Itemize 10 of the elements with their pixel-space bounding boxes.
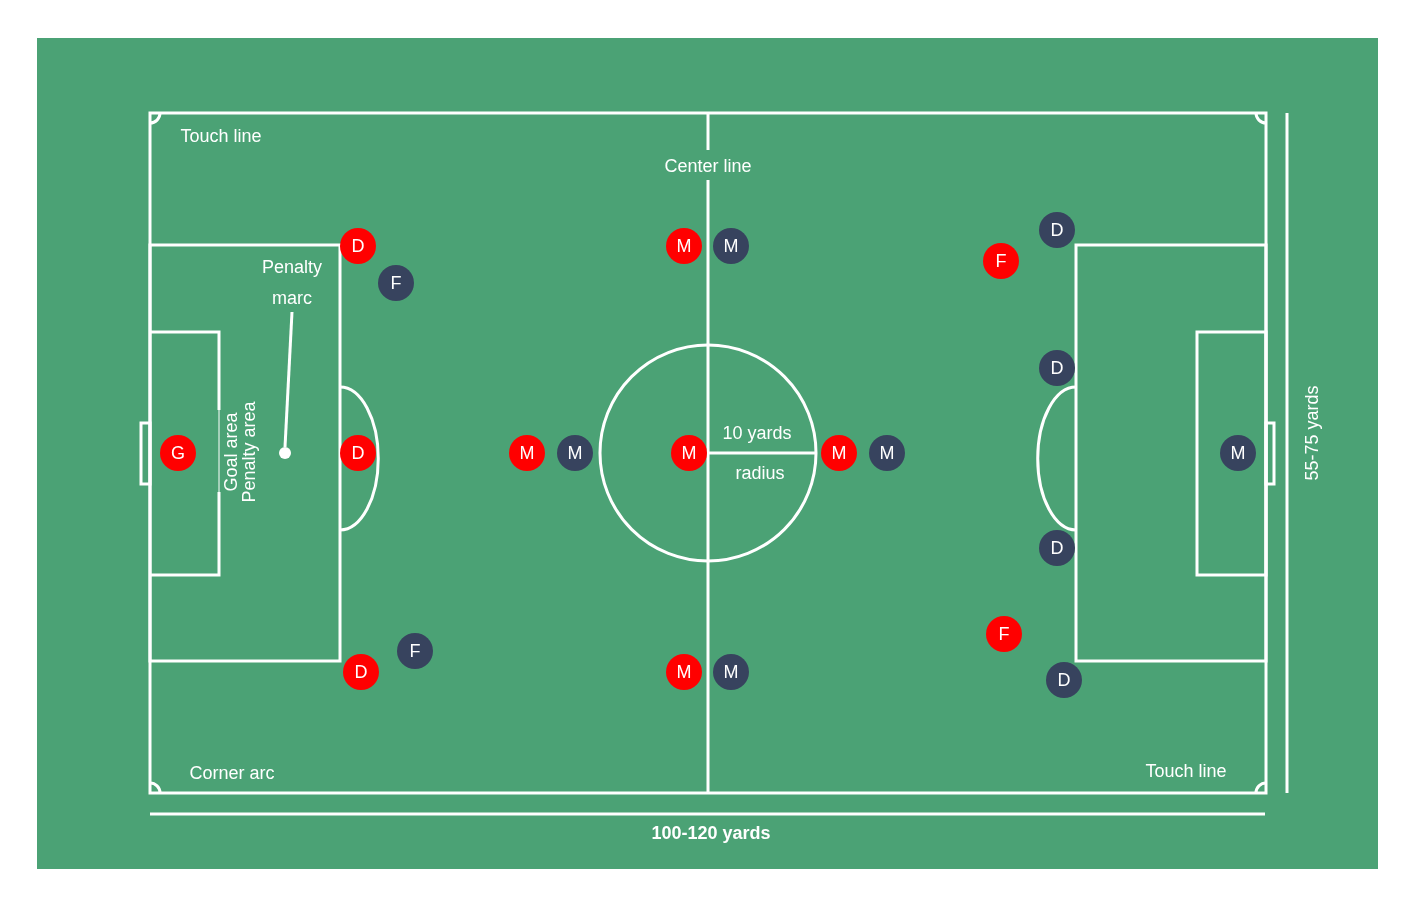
rotated-label: 55-75 yards: [1301, 385, 1323, 481]
callout-text: Penalty marc: [256, 252, 328, 314]
text-label: Corner arc: [189, 762, 275, 784]
leader-line: [283, 311, 294, 448]
dimension-label: 100-120 yards: [651, 822, 771, 844]
text-label: Center line: [664, 155, 752, 177]
text-label: radius: [735, 462, 785, 484]
text-label: 10 yards: [722, 422, 792, 444]
text-label: Touch line: [1145, 760, 1227, 782]
text-label: Touch line: [180, 125, 262, 147]
